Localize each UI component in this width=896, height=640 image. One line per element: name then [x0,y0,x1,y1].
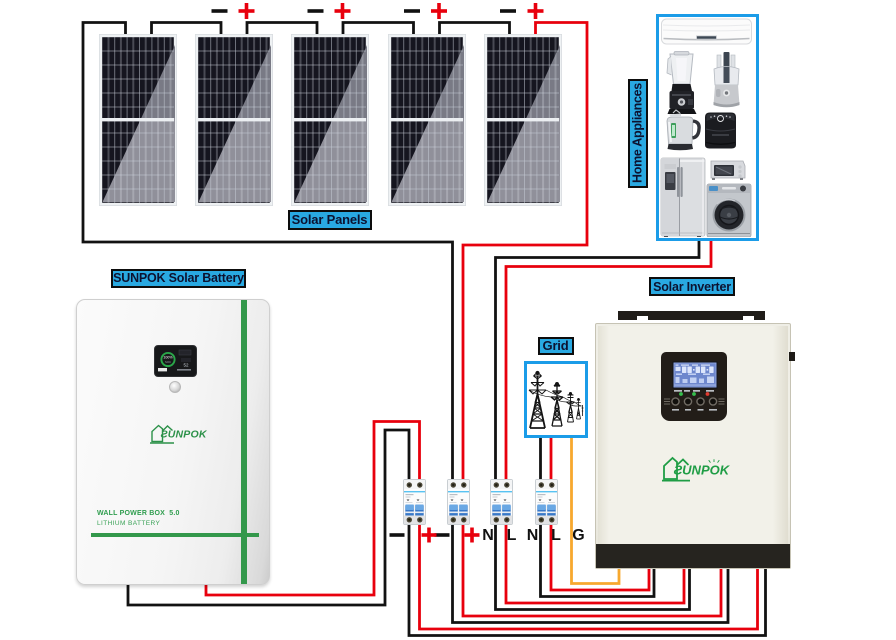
svg-text:ƧUNPОK: ƧUNPОK [674,463,731,478]
svg-text:ƧUNPОK: ƧUNPОK [161,429,208,441]
svg-text:100%: 100% [163,356,173,360]
svg-text:52: 52 [183,363,189,368]
svg-text:SOC: SOC [165,360,171,364]
